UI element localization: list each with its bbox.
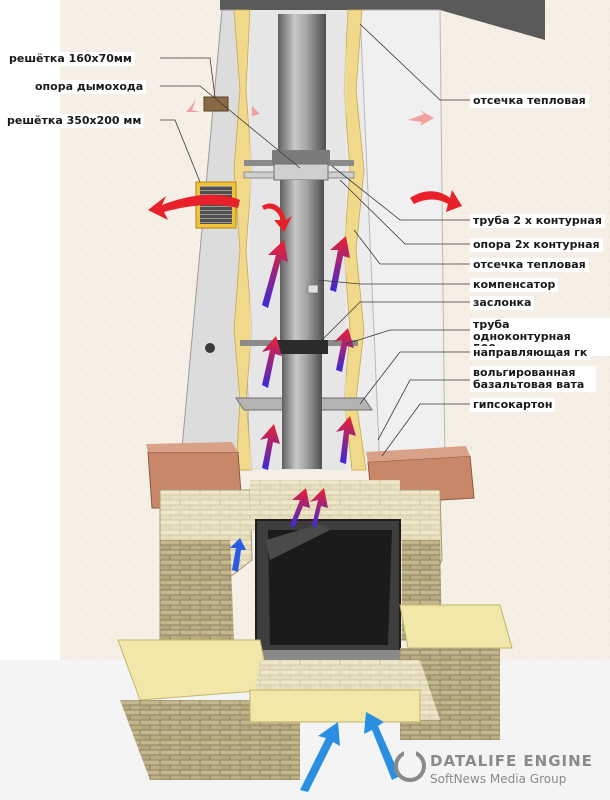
hot-arrow <box>290 488 310 528</box>
label-guide-gk: направляющая гк <box>470 346 591 360</box>
hot-arrow <box>336 416 356 464</box>
hot-air-arrows <box>148 100 462 528</box>
label-double-pipe: труба 2 х контурная <box>470 214 605 228</box>
masonry <box>159 480 443 660</box>
warm-arrow-small <box>252 106 260 116</box>
hot-arrow <box>310 488 328 528</box>
hot-arrow <box>262 336 282 388</box>
basalt-insulation-right <box>343 9 367 471</box>
hot-arrow <box>334 328 354 372</box>
leader-lines <box>160 23 470 457</box>
label-heat-cutoff-top: отсечка тепловая <box>470 94 589 108</box>
hot-arrow-return <box>262 203 292 232</box>
label-double-support: опора 2х контурная <box>470 238 603 252</box>
hot-arrow <box>262 240 288 308</box>
warm-arrow-small <box>186 100 200 112</box>
label-basalt: вольгированная базальтовая вата <box>470 366 596 392</box>
damper-handle <box>307 284 319 294</box>
label-chimney-support: опора дымохода <box>32 80 147 94</box>
label-grill-small: решётка 160х70мм <box>6 52 135 66</box>
hearth <box>117 604 513 780</box>
label-drywall: гипсокартон <box>470 398 556 412</box>
hot-arrow-exit-left <box>148 194 240 220</box>
watermark-brand: DATALIFE ENGINE <box>430 752 593 770</box>
hot-arrow <box>260 424 280 470</box>
cold-arrow <box>230 538 246 572</box>
grill-small <box>203 96 229 112</box>
label-grill-large: решётка 350х200 мм <box>4 114 145 128</box>
cold-arrow <box>364 712 400 780</box>
watermark-sub: SoftNews Media Group <box>430 772 567 786</box>
label-damper: заслонка <box>470 296 535 310</box>
hot-arrow <box>330 236 350 292</box>
label-compensator: компенсатор <box>470 278 559 292</box>
warm-arrow-small <box>408 110 434 126</box>
label-heat-cutoff-mid: отсечка тепловая <box>470 258 589 272</box>
damper-ring <box>276 340 328 354</box>
watermark-logo-icon <box>394 750 426 782</box>
valve-knob <box>205 343 215 353</box>
cold-arrow <box>300 722 340 792</box>
hot-arrow-exit-right <box>410 190 462 212</box>
cold-air-arrows <box>230 538 400 792</box>
